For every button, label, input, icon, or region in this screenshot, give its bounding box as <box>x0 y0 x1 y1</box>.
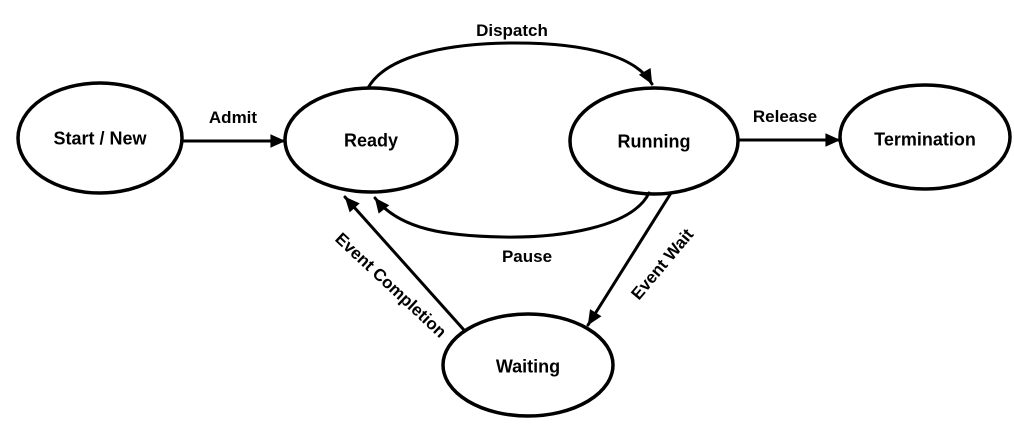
state-label-termination: Termination <box>874 129 976 149</box>
edge-label-dispatch: Dispatch <box>476 21 548 40</box>
state-node-start-new <box>16 81 184 195</box>
state-label-waiting: Waiting <box>496 356 560 376</box>
edge-label-event-wait: Event Wait <box>627 225 697 304</box>
edge-dispatch-arrow <box>366 41 654 90</box>
edge-label-pause: Pause <box>502 247 552 266</box>
edge-event-wait-arrow <box>586 191 673 327</box>
edge-pause-arrow <box>373 191 651 239</box>
state-node-running <box>568 86 740 196</box>
state-label-ready: Ready <box>344 130 398 150</box>
edge-event-completion-arrow <box>343 195 466 332</box>
state-node-waiting <box>441 312 615 418</box>
edge-label-release: Release <box>753 107 817 126</box>
edge-label-admit: Admit <box>209 108 258 127</box>
state-label-running: Running <box>618 131 691 151</box>
state-label-start-new: Start / New <box>53 128 147 148</box>
